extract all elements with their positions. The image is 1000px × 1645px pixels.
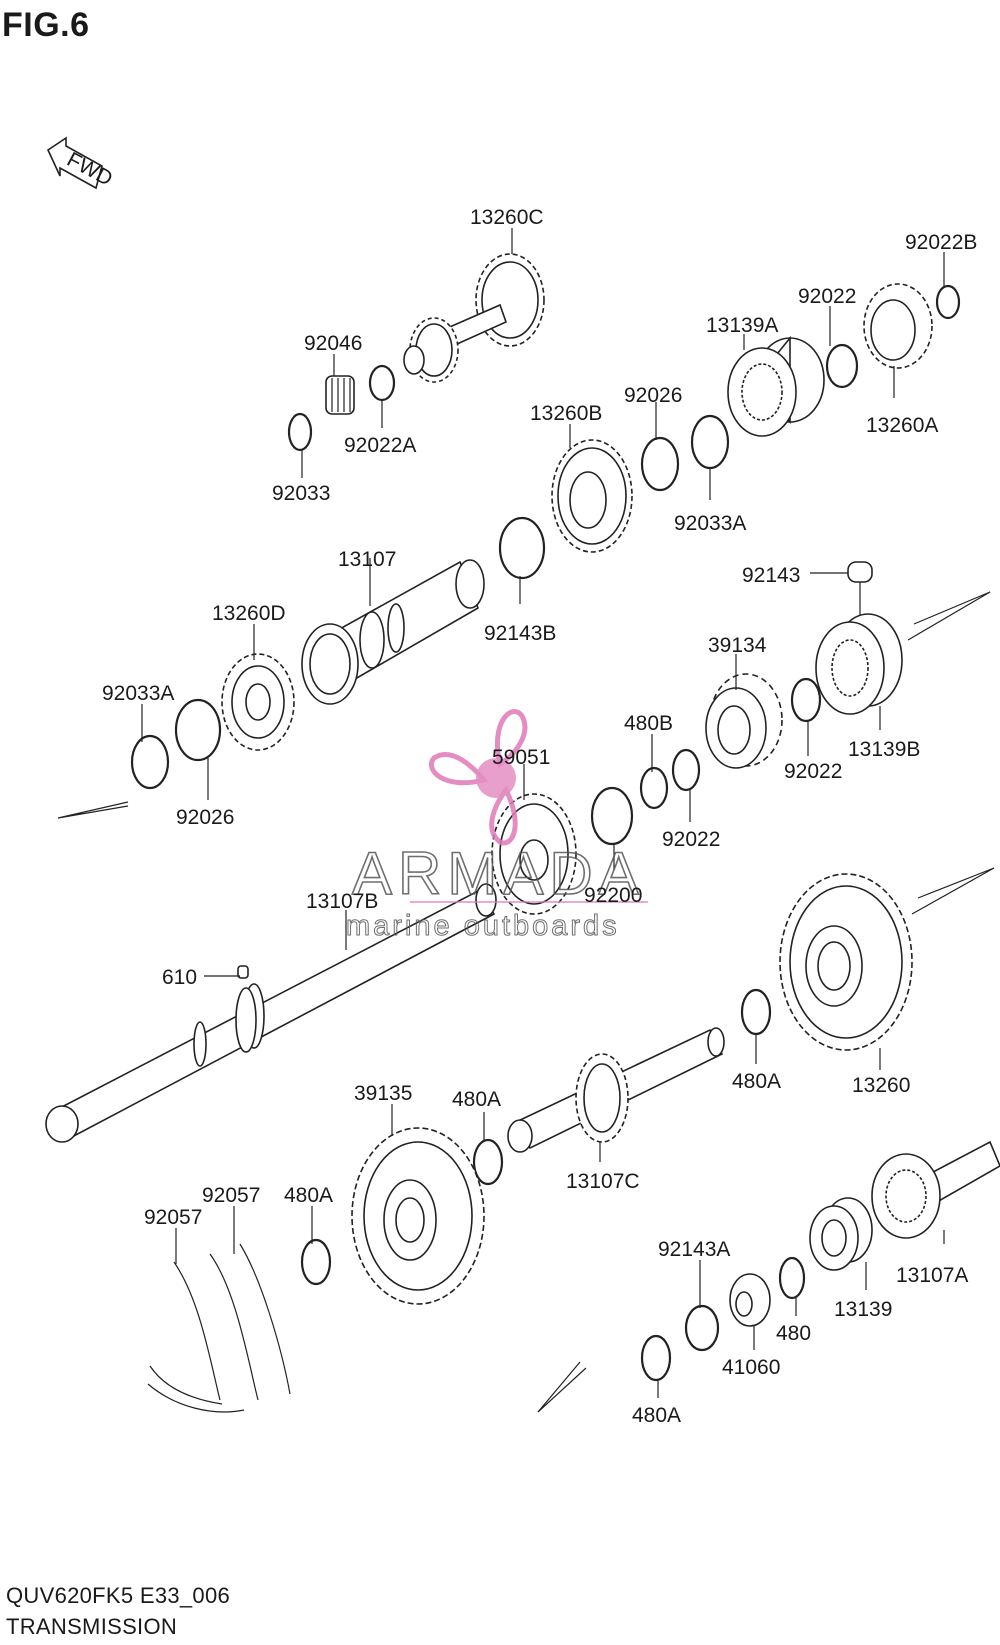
shaft-13107b[interactable]	[45, 883, 497, 1143]
label-39134: 39134	[708, 634, 767, 657]
label-13139: 13139	[834, 1298, 892, 1321]
shaft-13107c[interactable]	[507, 1027, 725, 1153]
gear-13260d[interactable]	[221, 653, 295, 751]
gear-13260[interactable]	[779, 873, 913, 1051]
gear-13260b[interactable]	[551, 439, 633, 553]
washer-92143a[interactable]	[684, 1304, 720, 1352]
washer-92022b[interactable]	[935, 284, 961, 320]
washer-92022-low[interactable]	[671, 748, 701, 792]
shaft-13107[interactable]	[301, 559, 485, 705]
label-92143a: 92143A	[658, 1238, 730, 1261]
label-92200: 92200	[584, 884, 642, 907]
washer-92026-top[interactable]	[640, 436, 680, 492]
label-480a-bottom: 480A	[632, 1404, 681, 1427]
label-92057-right: 92057	[202, 1184, 260, 1207]
label-92143b: 92143B	[484, 622, 556, 645]
label-92033: 92033	[272, 482, 330, 505]
label-480b: 480B	[624, 712, 673, 735]
leader-right-arrow-2	[911, 867, 995, 915]
gear-13260a[interactable]	[863, 283, 933, 369]
leader-right-arrow-1	[907, 591, 991, 641]
label-13107c: 13107C	[566, 1170, 640, 1193]
leader-bottom-arrow	[537, 1361, 587, 1413]
sleeve-13139b[interactable]	[815, 613, 903, 715]
leader-left-arrow	[57, 801, 129, 819]
label-92022b: 92022B	[905, 231, 977, 254]
label-13139a: 13139A	[706, 314, 778, 337]
hub-41060[interactable]	[729, 1273, 771, 1327]
label-480a-mid: 480A	[452, 1088, 501, 1111]
snap-ring-480[interactable]	[778, 1256, 806, 1300]
label-92143: 92143	[742, 564, 800, 587]
label-480: 480	[776, 1322, 811, 1345]
snap-ring-480a-right[interactable]	[740, 988, 772, 1036]
washer-92200[interactable]	[590, 786, 634, 846]
label-480a-right: 480A	[732, 1070, 781, 1093]
label-59051: 59051	[492, 746, 550, 769]
washer-92022-mid[interactable]	[790, 677, 822, 723]
snap-ring-480b[interactable]	[639, 766, 669, 810]
snap-ring-92033a-left[interactable]	[130, 734, 170, 790]
label-92022-top: 92022	[798, 285, 856, 308]
watermark-tagline: marine outboards	[346, 910, 620, 942]
label-92033a-top: 92033A	[674, 512, 746, 535]
label-92022-low: 92022	[662, 828, 720, 851]
label-610: 610	[162, 966, 197, 989]
snap-ring-92033[interactable]	[287, 412, 313, 452]
snap-ring-480a-bottom[interactable]	[640, 1334, 672, 1382]
label-92046: 92046	[304, 332, 362, 355]
shaft-13107a[interactable]	[871, 1140, 1000, 1239]
figure-title: FIG.6	[2, 6, 90, 44]
label-92026-left: 92026	[176, 806, 234, 829]
washer-92026-left[interactable]	[174, 698, 222, 762]
washer-92143b[interactable]	[498, 516, 546, 580]
washer-92022-top[interactable]	[825, 343, 859, 389]
snap-ring-480a-left[interactable]	[300, 1238, 332, 1286]
label-13260a: 13260A	[866, 414, 938, 437]
label-13107: 13107	[338, 548, 396, 571]
leader-lines	[141, 228, 945, 1398]
label-13139b: 13139B	[848, 738, 920, 761]
label-92022a: 92022A	[344, 434, 416, 457]
label-92033a-left: 92033A	[102, 682, 174, 705]
label-480a-left: 480A	[284, 1184, 333, 1207]
sleeve-13139a[interactable]	[727, 335, 825, 437]
label-92022-mid: 92022	[784, 760, 842, 783]
washer-92022a[interactable]	[368, 364, 396, 402]
label-13107a: 13107A	[896, 1264, 968, 1287]
label-92057-left: 92057	[144, 1206, 202, 1229]
label-92026-top: 92026	[624, 384, 682, 407]
hub-39134[interactable]	[705, 673, 783, 769]
label-13260b: 13260B	[530, 402, 602, 425]
bearing-92046[interactable]	[325, 375, 355, 415]
footer-section-name: TRANSMISSION	[6, 1614, 178, 1639]
snap-ring-480a-mid[interactable]	[472, 1138, 504, 1186]
gear-39135[interactable]	[351, 1127, 485, 1305]
sleeve-13139[interactable]	[809, 1197, 873, 1271]
label-13107b: 13107B	[306, 890, 378, 913]
label-39135: 39135	[354, 1082, 412, 1105]
label-13260d: 13260D	[212, 602, 286, 625]
label-13260c: 13260C	[470, 206, 544, 229]
propeller-logo-icon	[429, 709, 528, 846]
fwd-arrow-icon: FWD	[46, 136, 116, 191]
pin-92143[interactable]	[847, 561, 873, 583]
label-41060: 41060	[722, 1356, 780, 1379]
gear-13260c[interactable]	[403, 253, 545, 383]
footer-model-code: QUV620FK5 E33_006	[6, 1583, 231, 1608]
watermark-brand: ARMADA	[352, 840, 645, 907]
snap-ring-92033a-top[interactable]	[690, 414, 730, 470]
armada-watermark: ARMADA marine outboards	[346, 709, 648, 943]
dowel-610[interactable]	[237, 965, 249, 979]
chain-92057[interactable]	[147, 1243, 291, 1413]
label-13260: 13260	[852, 1074, 910, 1097]
